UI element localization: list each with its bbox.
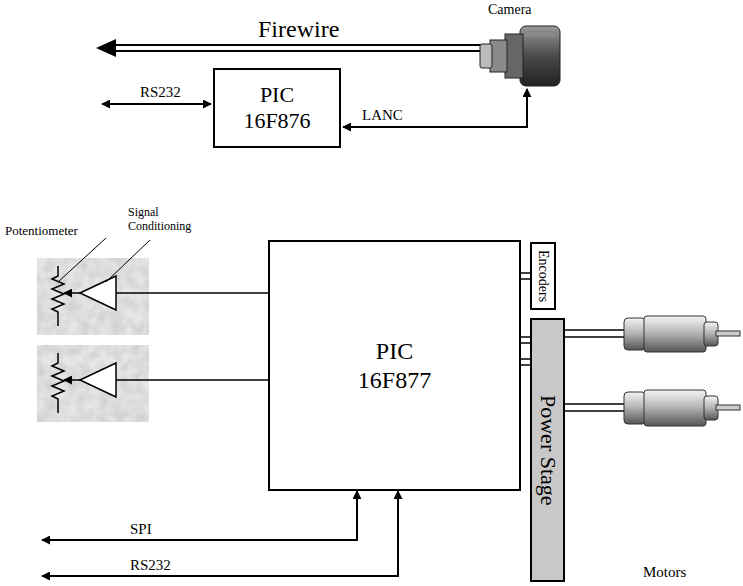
bus-label: Firewire bbox=[258, 16, 339, 44]
signal-label: RS232 bbox=[130, 557, 171, 574]
potentiometer-panel bbox=[37, 258, 149, 422]
part-label: Motors bbox=[643, 564, 686, 581]
node-text: PIC 16F877 bbox=[350, 337, 440, 395]
node-text: Encoders bbox=[535, 250, 552, 302]
resistor-symbol bbox=[52, 266, 80, 413]
encoder-box: Encoders bbox=[530, 242, 556, 310]
signal-label: LANC bbox=[362, 107, 403, 124]
connector bbox=[521, 337, 530, 343]
microcontroller-box: PIC 16F876 bbox=[213, 68, 341, 148]
spi-line bbox=[42, 491, 357, 540]
signal-label: RS232 bbox=[140, 84, 181, 101]
microcontroller-box: PIC 16F877 bbox=[268, 240, 521, 491]
part-label: Potentiometer bbox=[5, 224, 78, 239]
lanc-line bbox=[343, 89, 527, 127]
rs232-line bbox=[102, 103, 211, 105]
node-text: PIC 16F876 bbox=[237, 82, 317, 135]
signal-wire bbox=[58, 238, 268, 380]
part-label: Signal Conditioning bbox=[128, 206, 192, 234]
camera-illustration bbox=[480, 26, 560, 86]
connector bbox=[521, 273, 530, 279]
signal-label: SPI bbox=[130, 521, 152, 538]
device-label: Camera bbox=[488, 2, 532, 18]
node-text: Power Stage bbox=[534, 395, 560, 506]
motor-wire bbox=[556, 330, 624, 411]
rs232-line bbox=[42, 491, 398, 576]
amplifier-symbol bbox=[80, 276, 116, 397]
connector bbox=[521, 359, 530, 365]
power-stage-box: Power Stage bbox=[530, 318, 565, 582]
motor-illustration bbox=[624, 316, 740, 426]
